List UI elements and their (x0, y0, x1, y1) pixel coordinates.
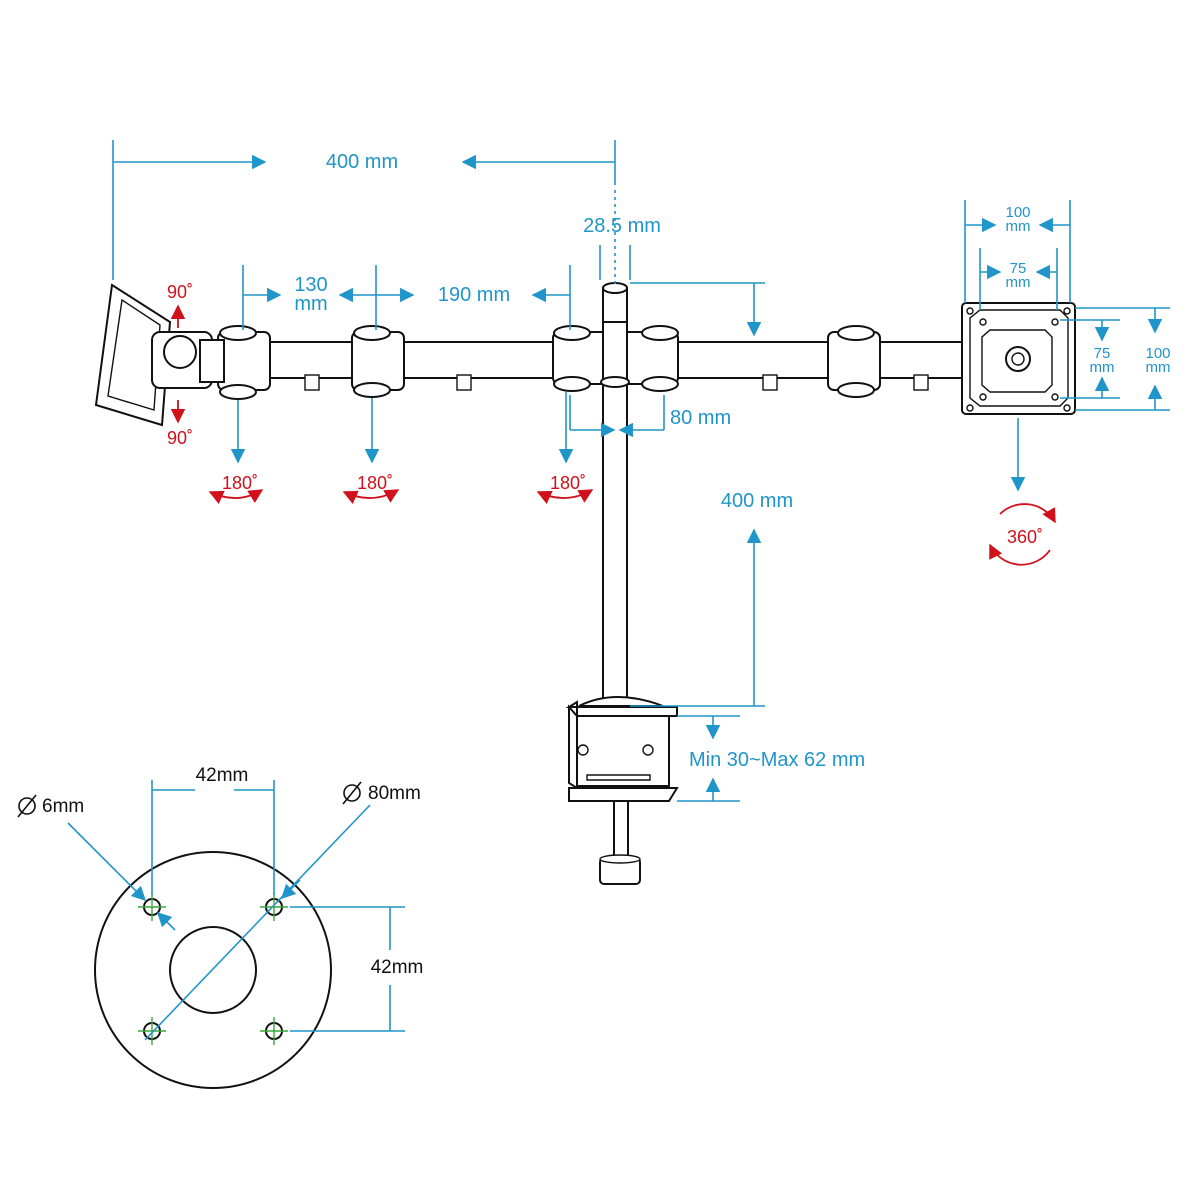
arm-seg2-label: 190 mm (438, 284, 510, 306)
right-vesa-plate (961, 302, 1076, 415)
dimension-lines (112, 140, 1170, 802)
vesa-inner-side-unit: mm (1090, 359, 1115, 376)
pole-width-label: 80 mm (670, 407, 731, 429)
span-total-label: 400 mm (326, 151, 398, 173)
vesa-outer-top-num: 100 (1005, 204, 1030, 221)
tilt-down-label: 90˚ (167, 428, 193, 448)
swivel-3-label: 180˚ (550, 473, 586, 493)
vesa-inner-top-unit: mm (1006, 274, 1031, 291)
hole-dia-label: 6mm (42, 796, 84, 817)
vesa-outer-top-unit: mm (1006, 218, 1031, 235)
tilt-up-label: 90˚ (167, 282, 193, 302)
arm-seg1-num: 130 (294, 274, 327, 296)
clamp-range-label: Min 30~Max 62 mm (689, 749, 865, 771)
vesa-inner-top-num: 75 (1010, 260, 1027, 277)
vesa-inner-side-num: 75 (1094, 345, 1111, 362)
swivel-2-label: 180˚ (357, 473, 393, 493)
center-offset-label: 28.5 mm (583, 215, 661, 237)
left-vesa-plate (94, 283, 225, 427)
desk-clamp (565, 700, 679, 885)
pole-height-label: 400 mm (721, 490, 793, 512)
left-arm (217, 325, 610, 400)
vesa-outer-side-unit: mm (1146, 359, 1171, 376)
plate-dia-label: 80mm (368, 783, 421, 804)
right-arm (600, 321, 963, 398)
hole-spacing-v-label: 42mm (371, 957, 424, 978)
swivel-1-label: 180˚ (222, 473, 258, 493)
base-plate (17, 780, 405, 1089)
arm-seg1-unit: mm (294, 293, 327, 315)
rotation-marks (170, 304, 1056, 566)
rotate-360-label: 360˚ (1007, 527, 1043, 547)
vesa-outer-side-num: 100 (1145, 345, 1170, 362)
hole-spacing-h-label: 42mm (196, 765, 249, 786)
